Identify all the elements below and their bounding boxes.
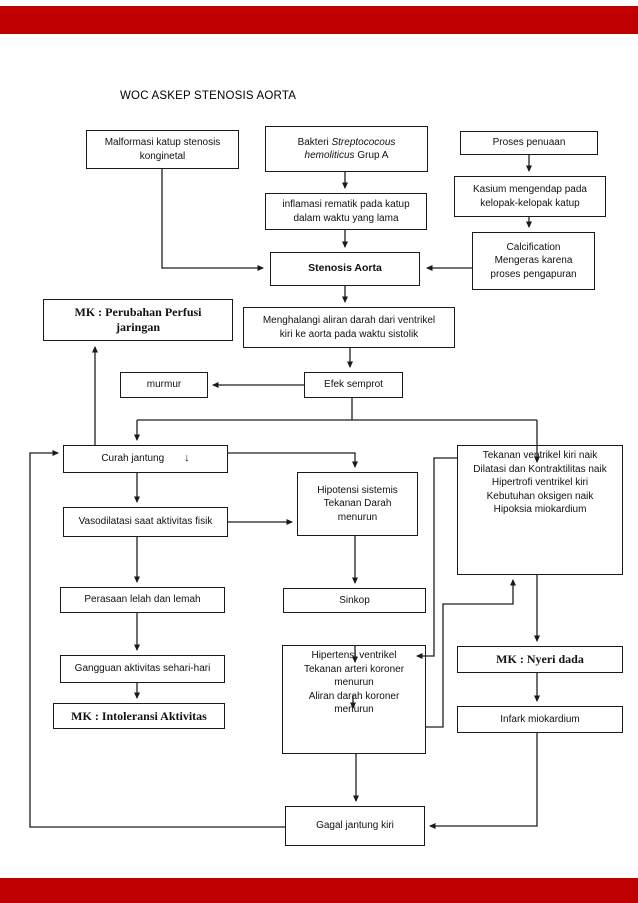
node-murmur: murmur [120,372,208,398]
page-title: WOC ASKEP STENOSIS AORTA [120,90,297,102]
node-mk-perubahan-perfusi: MK : Perubahan Perfusi jaringan [43,299,233,341]
bakteri-species: hemoliticus [304,150,355,161]
node-hipertensi-ventrikel: Hipertensi ventrikel Tekanan arteri koro… [282,645,426,754]
node-menghalangi-aliran: Menghalangi aliran darah dari ventrikel … [243,307,455,348]
bakteri-prefix: Bakteri [297,136,332,148]
node-malformasi-katup: Malformasi katup stenosis konginetal [86,130,239,169]
node-bakteri-streptococous: Bakteri Streptococous hemoliticus Grup A [265,126,428,172]
node-infark-miokardium: Infark miokardium [457,706,623,733]
node-curah-jantung: Curah jantung ↓ [63,445,228,473]
arrow-tekanan-to-hipertensi [416,457,457,659]
bakteri-suffix: Grup A [354,150,389,161]
curah-jantung-label: Curah jantung [101,453,165,465]
top-red-bar [0,6,638,34]
node-tekanan-ventrikel-naik: Tekanan ventrikel kiri naik Dilatasi dan… [457,445,623,575]
node-sinkop: Sinkop [283,588,426,613]
arrow-curah-to-hipotensi [228,452,358,468]
down-arrow-glyph: ↓ [184,452,190,465]
node-bakteri-label: Bakteri Streptococous hemoliticus Grup A [298,136,396,163]
arrow-infark-to-gagal [429,733,538,829]
node-vasodilatasi: Vasodilatasi saat aktivitas fisik [63,507,228,537]
node-proses-penuaan: Proses penuaan [460,131,598,155]
node-inflamasi-rematik: inflamasi rematik pada katup dalam waktu… [265,193,427,230]
node-gangguan-aktivitas: Gangguan aktivitas sehari-hari [60,655,225,683]
node-hipotensi-sistemis: Hipotensi sistemis Tekanan Darah menurun [297,472,418,536]
node-kasium-mengendap: Kasium mengendap pada kelopak-kelopak ka… [454,176,606,217]
bakteri-genus: Streptococous [331,136,396,148]
node-gagal-jantung-kiri: Gagal jantung kiri [285,806,425,846]
arrow-malformasi-to-stenosis [161,169,264,271]
bottom-red-bar [0,878,638,903]
node-perasaan-lelah: Perasaan lelah dan lemah [60,587,225,613]
node-mk-nyeri-dada: MK : Nyeri dada [457,646,623,673]
node-efek-semprot: Efek semprot [304,372,403,398]
node-calcification: Calcification Mengeras karena proses pen… [472,232,595,290]
node-mk-intoleransi-aktivitas: MK : Intoleransi Aktivitas [53,703,225,729]
node-stenosis-aorta: Stenosis Aorta [270,252,420,286]
